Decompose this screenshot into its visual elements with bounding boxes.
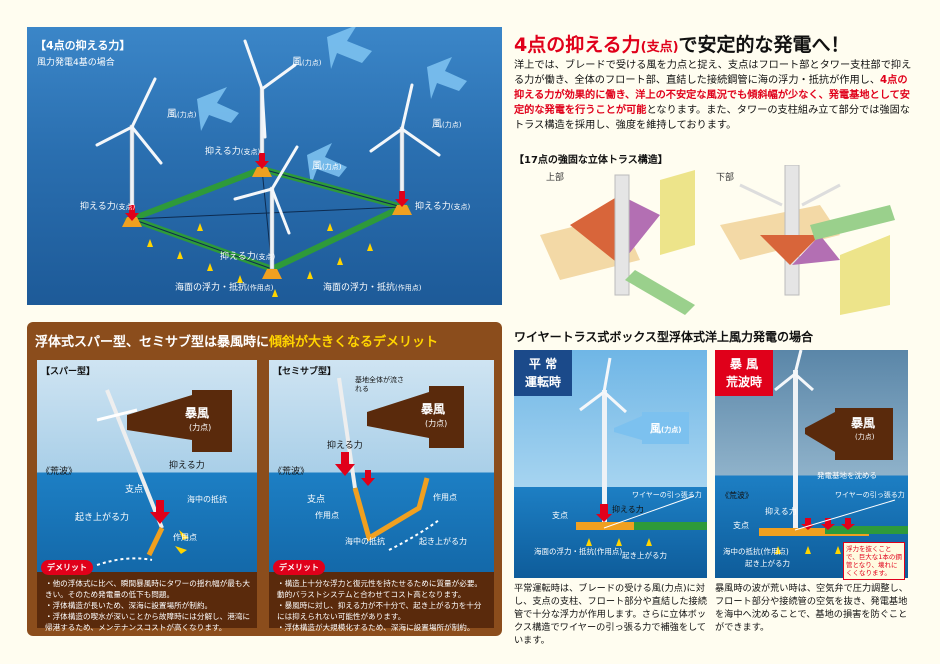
normal-wind-label: 風(力点) (650, 422, 682, 435)
normal-pull-label: ワイヤーの引っ張る力 (632, 491, 702, 499)
truss-upper-label: 上部 (546, 173, 565, 183)
spar-hold-label: 抑える力 (169, 461, 205, 471)
spar-hold-arrow (150, 500, 170, 524)
spar-action-label: 作用点 (173, 533, 197, 542)
storm-illustration (759, 350, 908, 554)
storm-sink-label: 発電基地を沈める (817, 471, 877, 480)
wind-label-3: 風(力点) (432, 119, 462, 130)
storm-wind-arrow (805, 408, 893, 460)
wind-arrow-3 (427, 57, 467, 99)
semisub-action-label: 作用点 (315, 511, 339, 520)
panel-subtitle: 風力発電4基の場合 (37, 58, 115, 68)
spar-storm-label: 暴風 (185, 406, 210, 420)
normal-illustration (576, 357, 707, 546)
hold-label-3: 抑える力(支点) (415, 202, 471, 212)
hold-arrow-2 (255, 153, 269, 169)
storm-force: (力点) (855, 433, 875, 441)
normal-rise-label: 起き上がる力 (622, 551, 667, 560)
spar-rough-label: 《荒波》 (41, 467, 78, 477)
wire-title: ワイヤートラス式ボックス型浮体式洋上風力発電の場合 (514, 330, 814, 344)
semisub-storm-force: (力点) (425, 419, 448, 428)
wind-label-4: 風(力点) (312, 161, 342, 172)
storm-resist-label: 海中の抵抗(作用点) (723, 547, 789, 556)
storm-rough-label: 《荒波》 (721, 491, 753, 500)
wind-arrow-4 (307, 143, 347, 185)
semisub-hold-arrow (335, 452, 355, 476)
blades-2 (243, 39, 297, 139)
truss-title: 【17点の強固な立体トラス構造】 (514, 155, 668, 166)
normal-panel: 平 常運転時 風(力点) 抑える力 ワイヤーの引っ張る力 支点 海面の浮力・抵抗… (514, 350, 707, 578)
normal-caption: 平常運転時は、ブレードの受ける風(力点)に対し、支点の支柱、フロート部分や直結し… (514, 583, 707, 646)
semisub-action2-label: 作用点 (433, 493, 457, 502)
buoyancy-label-right: 海面の浮力・抵抗(作用点) (323, 283, 422, 293)
hold-label-2: 抑える力(支点) (80, 202, 136, 212)
semisub-notes: ・構造上十分な浮力と復元性を持たせるために質量が必要。動的バラストシステムと合わ… (277, 579, 483, 632)
storm-arrow-spar (127, 390, 232, 452)
blades-1 (95, 77, 163, 165)
wind-label-1: 風(力点) (292, 57, 322, 68)
normal-hold-label: 抑える力 (612, 505, 644, 514)
wind-label-2: 風(力点) (167, 109, 197, 120)
spar-notes: ・他の浮体式に比べ、瞬間暴風時にタワーの揺れ幅が最も大きい。そのため発電量の低下… (45, 579, 251, 632)
fulcrum-base-4 (262, 269, 282, 279)
buoyancy-label-left: 海面の浮力・抵抗(作用点) (175, 283, 274, 293)
storm-label: 暴風 (851, 416, 876, 430)
spar-illustration (37, 389, 257, 628)
fulcrum-base-2 (252, 167, 272, 177)
demerit-banner: 浮体式スパー型、セミサブ型は暴風時に傾斜が大きくなるデメリット (35, 335, 439, 350)
headline: 4点の抑える力(支点)で安定的な発電へ！ (514, 34, 850, 56)
storm-fulcrum-label: 支点 (733, 521, 749, 530)
storm-pull-label: ワイヤーの引っ張る力 (835, 491, 905, 499)
storm-caption: 暴風時の波が荒い時は、空気弁で圧力調整し、フロート部分や接続管の空気を抜き、発電… (715, 583, 908, 633)
spar-storm-force: (力点) (189, 423, 212, 432)
semisub-panel: 【セミサブ型】 基地全体が流される 暴風 (力点) 抑える力 《荒波》 支点 作… (269, 360, 494, 632)
hold-label-4: 抑える力(支点) (220, 252, 276, 262)
hold-arrow-3 (395, 191, 409, 207)
storm-hold-label: 抑える力 (765, 507, 797, 516)
spar-demerit-tag: デメリット (41, 560, 93, 575)
truss-lower (720, 165, 895, 315)
normal-buoy-label: 海面の浮力・抵抗(作用点) (534, 547, 623, 556)
normal-badge: 平 常運転時 (514, 350, 572, 396)
demerit-panel: 浮体式スパー型、セミサブ型は暴風時に傾斜が大きくなるデメリット 【スパー型】 暴… (27, 322, 502, 636)
semisub-rough-label: 《荒波》 (273, 467, 310, 477)
semisub-hold-label: 抑える力 (327, 441, 363, 451)
storm-badge: 暴 風荒波時 (715, 350, 773, 396)
wind-arrow-1 (327, 27, 372, 69)
truss-upper (540, 170, 695, 315)
wind-arrow-2 (197, 87, 239, 131)
semisub-flow-label: 基地全体が流される (355, 376, 404, 393)
storm-rise-label: 起き上がる力 (745, 559, 790, 568)
normal-wind-arrow (614, 412, 689, 444)
semisub-resist-label: 海中の抵抗 (345, 537, 385, 546)
semisub-title: 【セミサブ型】 (273, 367, 337, 377)
truss-lower-label: 下部 (716, 173, 735, 183)
spar-rise-label: 起き上がる力 (75, 513, 130, 523)
truss-illustration (540, 165, 895, 315)
fulcrum-base-3 (392, 205, 412, 215)
blades-3 (369, 83, 441, 157)
storm-note-box: 浮力を抜くことで、巨大な1本の鋼管となり、壊れにくくなります。 (843, 542, 905, 580)
hold-arrow-1 (125, 205, 139, 221)
four-point-panel: 【4点の抑える力】 風力発電4基の場合 (27, 27, 502, 305)
semisub-illustration (269, 377, 494, 628)
semisub-demerit-tag: デメリット (273, 560, 325, 575)
semisub-fulcrum-label: 支点 (307, 495, 326, 505)
spar-title: 【スパー型】 (41, 367, 96, 377)
intro-paragraph: 洋上では、ブレードで受ける風を力点と捉え、支点はフロート部とタワー支柱部で抑える… (514, 60, 912, 131)
semisub-rise-label: 起き上がる力 (419, 537, 467, 546)
spar-panel: 【スパー型】 暴風 (力点) 《荒波》 抑える力 支点 海中の抵抗 起き上がる力… (37, 360, 257, 632)
semisub-storm-label: 暴風 (421, 402, 446, 416)
spar-resist-label: 海中の抵抗 (187, 495, 227, 504)
spar-fulcrum-label: 支点 (125, 485, 144, 495)
four-turbine-illustration (95, 27, 467, 297)
normal-fulcrum-label: 支点 (552, 511, 568, 520)
panel-title: 【4点の抑える力】 (35, 39, 131, 52)
hold-label-1: 抑える力(支点) (205, 147, 261, 157)
blades-4 (233, 145, 299, 235)
fulcrum-base-1 (122, 217, 142, 227)
storm-panel: 暴 風荒波時 暴風 (力点) 発電基地を沈める 《荒波》 ワイヤーの引っ張る力 … (715, 350, 908, 580)
storm-arrow-semisub (367, 386, 464, 448)
